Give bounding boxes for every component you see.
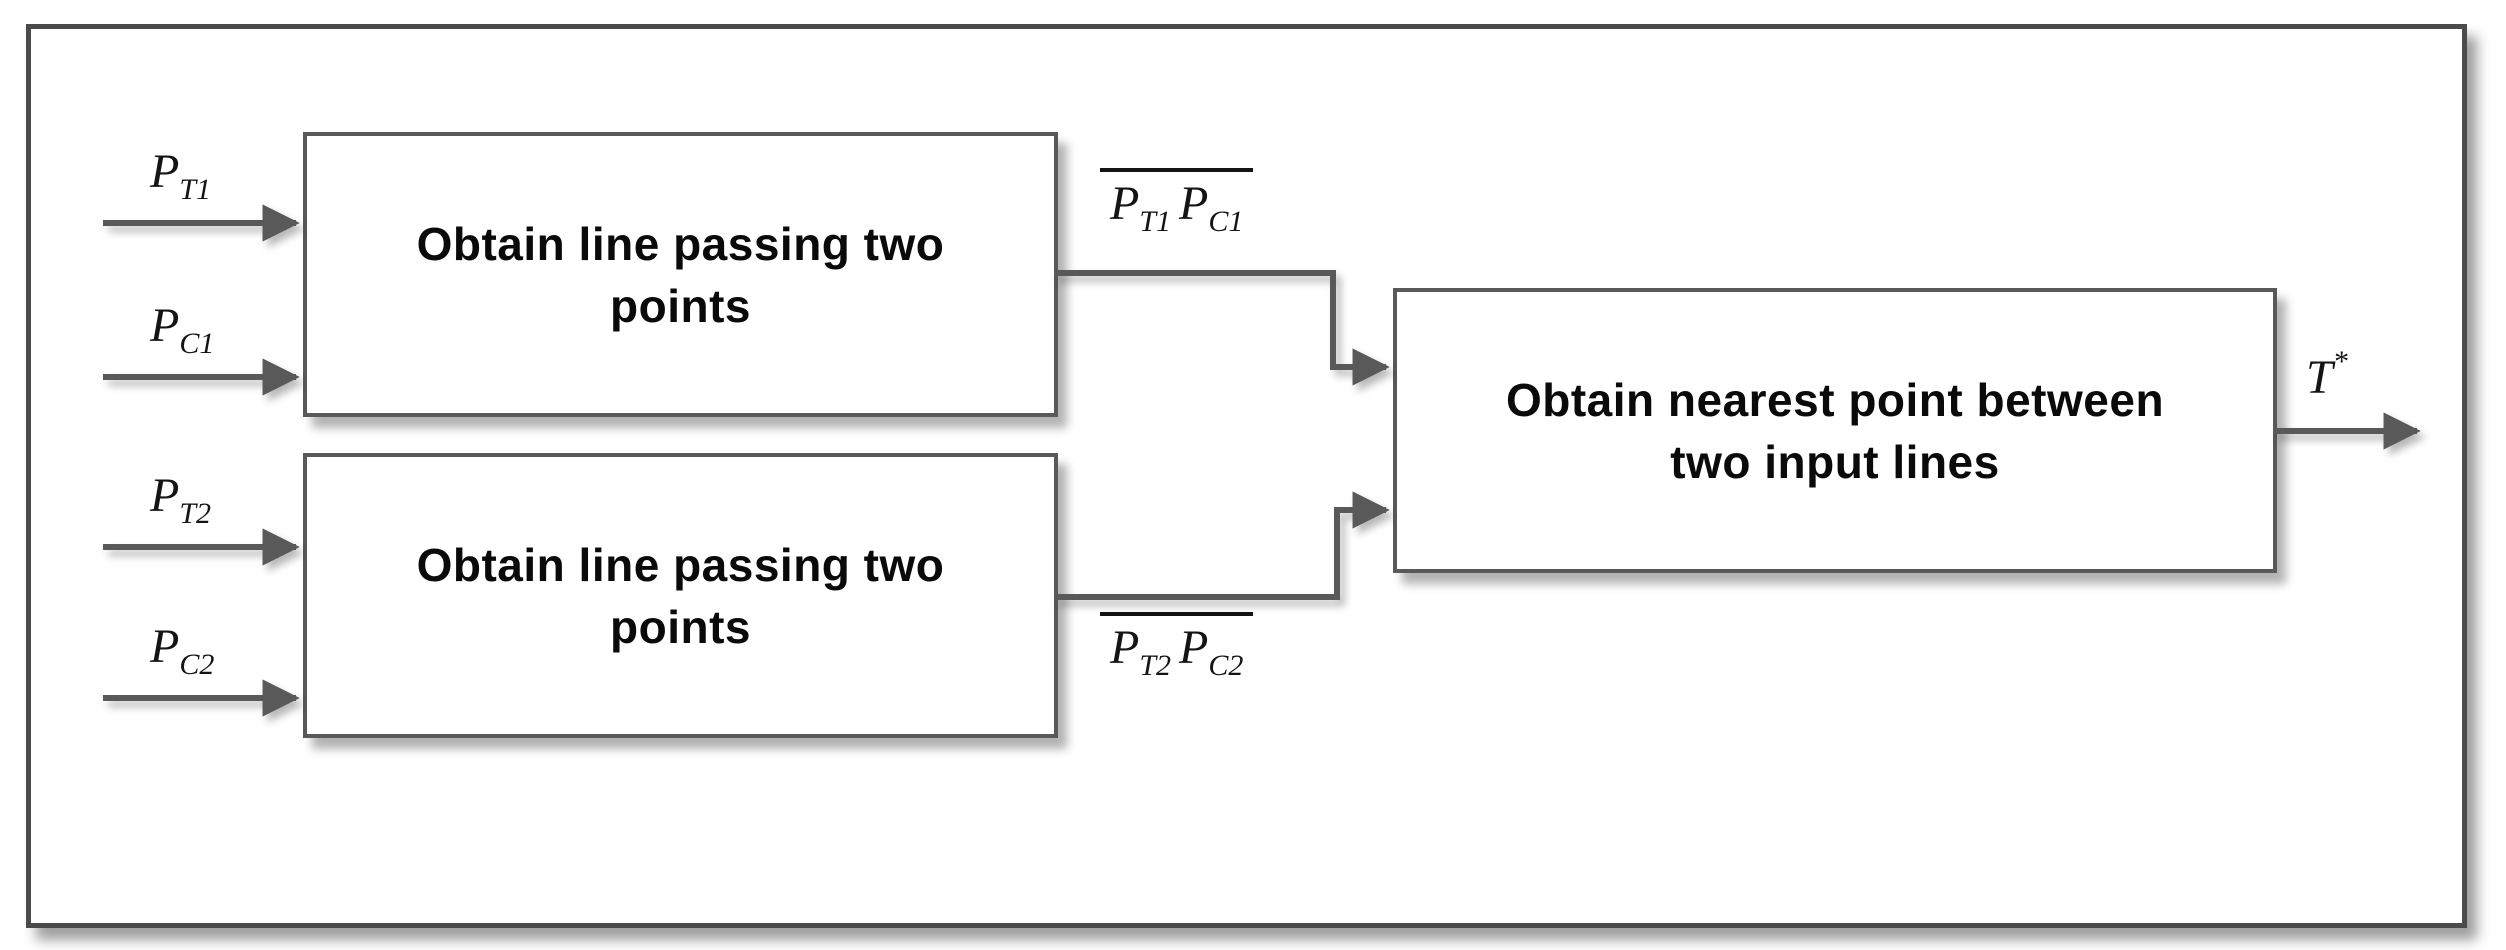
block-obtain-nearest-point: Obtain nearest point between two input l… xyxy=(1393,288,2277,573)
label-pt2: PT2 xyxy=(150,469,212,530)
block-obtain-line-2-label-line1: Obtain line passing two xyxy=(416,538,945,591)
label-pc1: PC1 xyxy=(150,299,215,360)
wire-line1-to-nearest-point xyxy=(1054,270,1390,386)
block-obtain-line-2-label-line2: points xyxy=(610,600,751,653)
block-obtain-line-1: Obtain line passing two points xyxy=(303,132,1058,417)
label-t-star: T* xyxy=(2306,345,2348,404)
label-pc2: PC2 xyxy=(150,620,215,681)
block-obtain-line-1-label-line1: Obtain line passing two xyxy=(416,217,945,270)
wire-line2-to-nearest-point xyxy=(1054,491,1390,600)
block-obtain-nearest-point-label-line1: Obtain nearest point between xyxy=(1505,373,2165,426)
block-obtain-nearest-point-label-line2: two input lines xyxy=(1670,435,2000,488)
label-pt1: PT1 xyxy=(150,145,212,206)
block-obtain-line-2: Obtain line passing two points xyxy=(303,453,1058,738)
block-obtain-line-1-label-line2: points xyxy=(610,279,751,332)
